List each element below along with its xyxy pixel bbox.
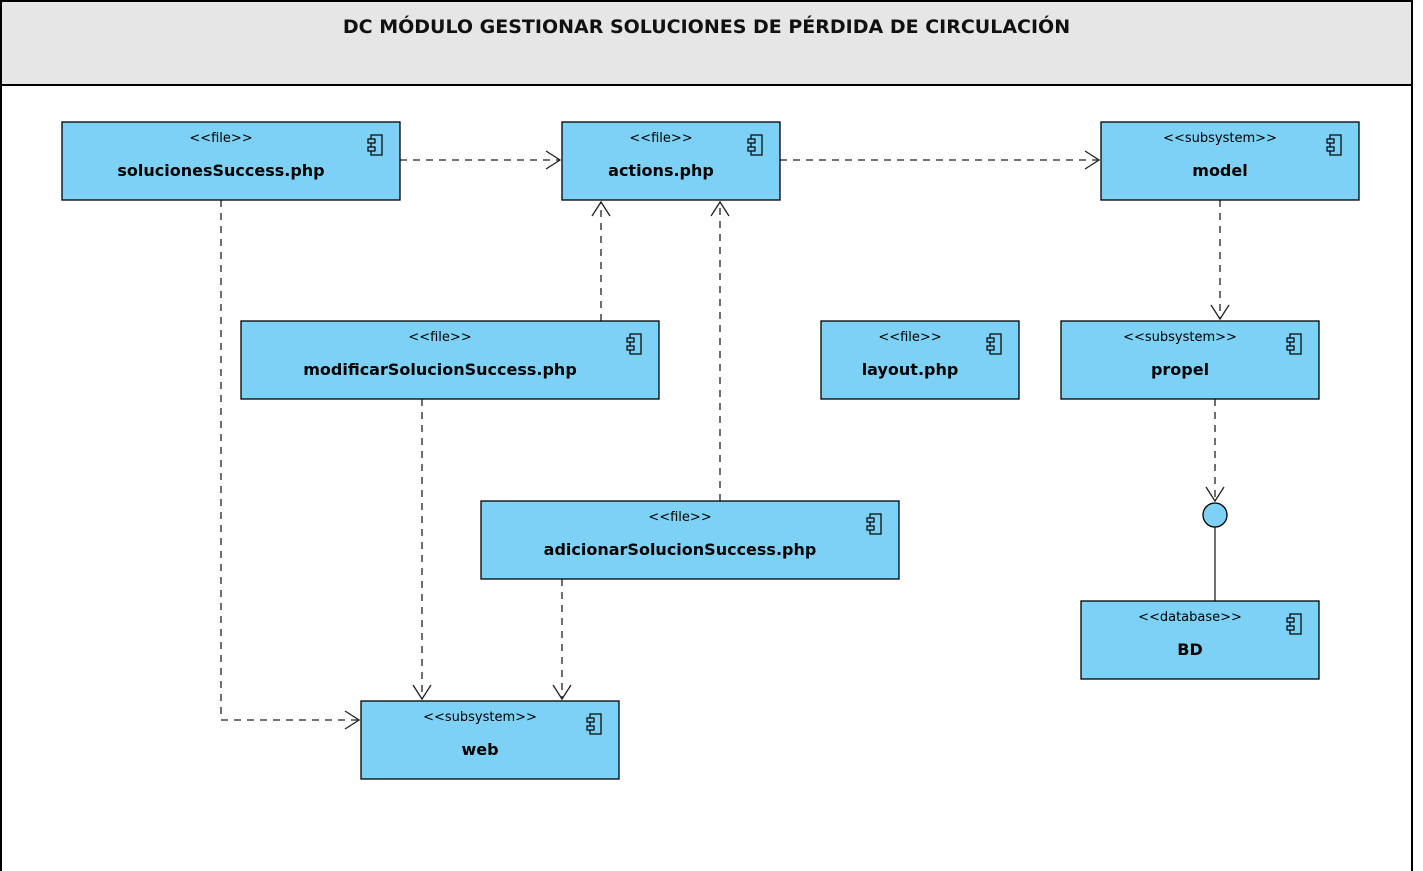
dependency-line xyxy=(220,200,359,721)
component-stereotype: <<file>> xyxy=(408,330,471,345)
dependency-arrowhead xyxy=(1210,304,1230,321)
component-model[interactable]: <<subsystem>> model xyxy=(1100,121,1360,201)
component-box xyxy=(561,121,781,201)
dependency-arrowhead xyxy=(1205,486,1225,503)
component-name: model xyxy=(1192,161,1247,180)
component-stereotype: <<file>> xyxy=(629,131,692,146)
component-name: solucionesSuccess.php xyxy=(117,161,324,180)
dependency-arrowhead xyxy=(591,200,611,217)
component-box xyxy=(1080,600,1320,680)
component-stereotype: <<subsystem>> xyxy=(1123,330,1237,345)
component-name: actions.php xyxy=(608,161,714,180)
component-icon xyxy=(626,333,642,355)
component-name: BD xyxy=(1177,640,1202,659)
component-stereotype: <<database>> xyxy=(1138,610,1242,625)
dependency-arrowhead xyxy=(1084,150,1101,170)
component-stereotype: <<file>> xyxy=(878,330,941,345)
component-propel[interactable]: <<subsystem>> propel xyxy=(1060,320,1320,400)
component-name: propel xyxy=(1151,360,1209,379)
component-solucionesSuccess[interactable]: <<file>> solucionesSuccess.php xyxy=(61,121,401,201)
component-icon xyxy=(986,333,1002,355)
component-name: adicionarSolucionSuccess.php xyxy=(544,540,817,559)
dependency-arrowhead xyxy=(552,684,572,701)
component-box xyxy=(240,320,660,400)
component-name: layout.php xyxy=(862,360,959,379)
component-icon xyxy=(866,513,882,535)
component-box xyxy=(360,700,620,780)
component-box xyxy=(1060,320,1320,400)
component-icon xyxy=(367,134,383,156)
component-stereotype: <<subsystem>> xyxy=(1163,131,1277,146)
component-icon xyxy=(586,713,602,735)
component-box xyxy=(1100,121,1360,201)
diagram-title: DC MÓDULO GESTIONAR SOLUCIONES DE PÉRDID… xyxy=(342,16,1071,38)
component-stereotype: <<file>> xyxy=(648,510,711,525)
component-modificarSolucionSuccess[interactable]: <<file>> modificarSolucionSuccess.php xyxy=(240,320,660,400)
component-icon xyxy=(1286,613,1302,635)
provided-interface xyxy=(1202,502,1228,528)
component-box xyxy=(61,121,401,201)
dependency-arrowhead xyxy=(710,200,730,217)
component-icon xyxy=(1326,134,1342,156)
component-name: modificarSolucionSuccess.php xyxy=(303,360,577,379)
component-actions[interactable]: <<file>> actions.php xyxy=(561,121,781,201)
dependency-arrowhead xyxy=(545,150,562,170)
dependency-arrowhead xyxy=(412,684,432,701)
dependency-arrowhead xyxy=(344,710,361,730)
component-icon xyxy=(1286,333,1302,355)
diagram-header: DC MÓDULO GESTIONAR SOLUCIONES DE PÉRDID… xyxy=(0,0,1413,86)
component-stereotype: <<subsystem>> xyxy=(423,710,537,725)
component-box xyxy=(820,320,1020,400)
component-web[interactable]: <<subsystem>> web xyxy=(360,700,620,780)
component-name: web xyxy=(461,740,498,759)
component-BD[interactable]: <<database>> BD xyxy=(1080,600,1320,680)
component-box xyxy=(480,500,900,580)
component-icon xyxy=(747,134,763,156)
component-adicionarSolucionSuccess[interactable]: <<file>> adicionarSolucionSuccess.php xyxy=(480,500,900,580)
component-stereotype: <<file>> xyxy=(189,131,252,146)
component-layout[interactable]: <<file>> layout.php xyxy=(820,320,1020,400)
